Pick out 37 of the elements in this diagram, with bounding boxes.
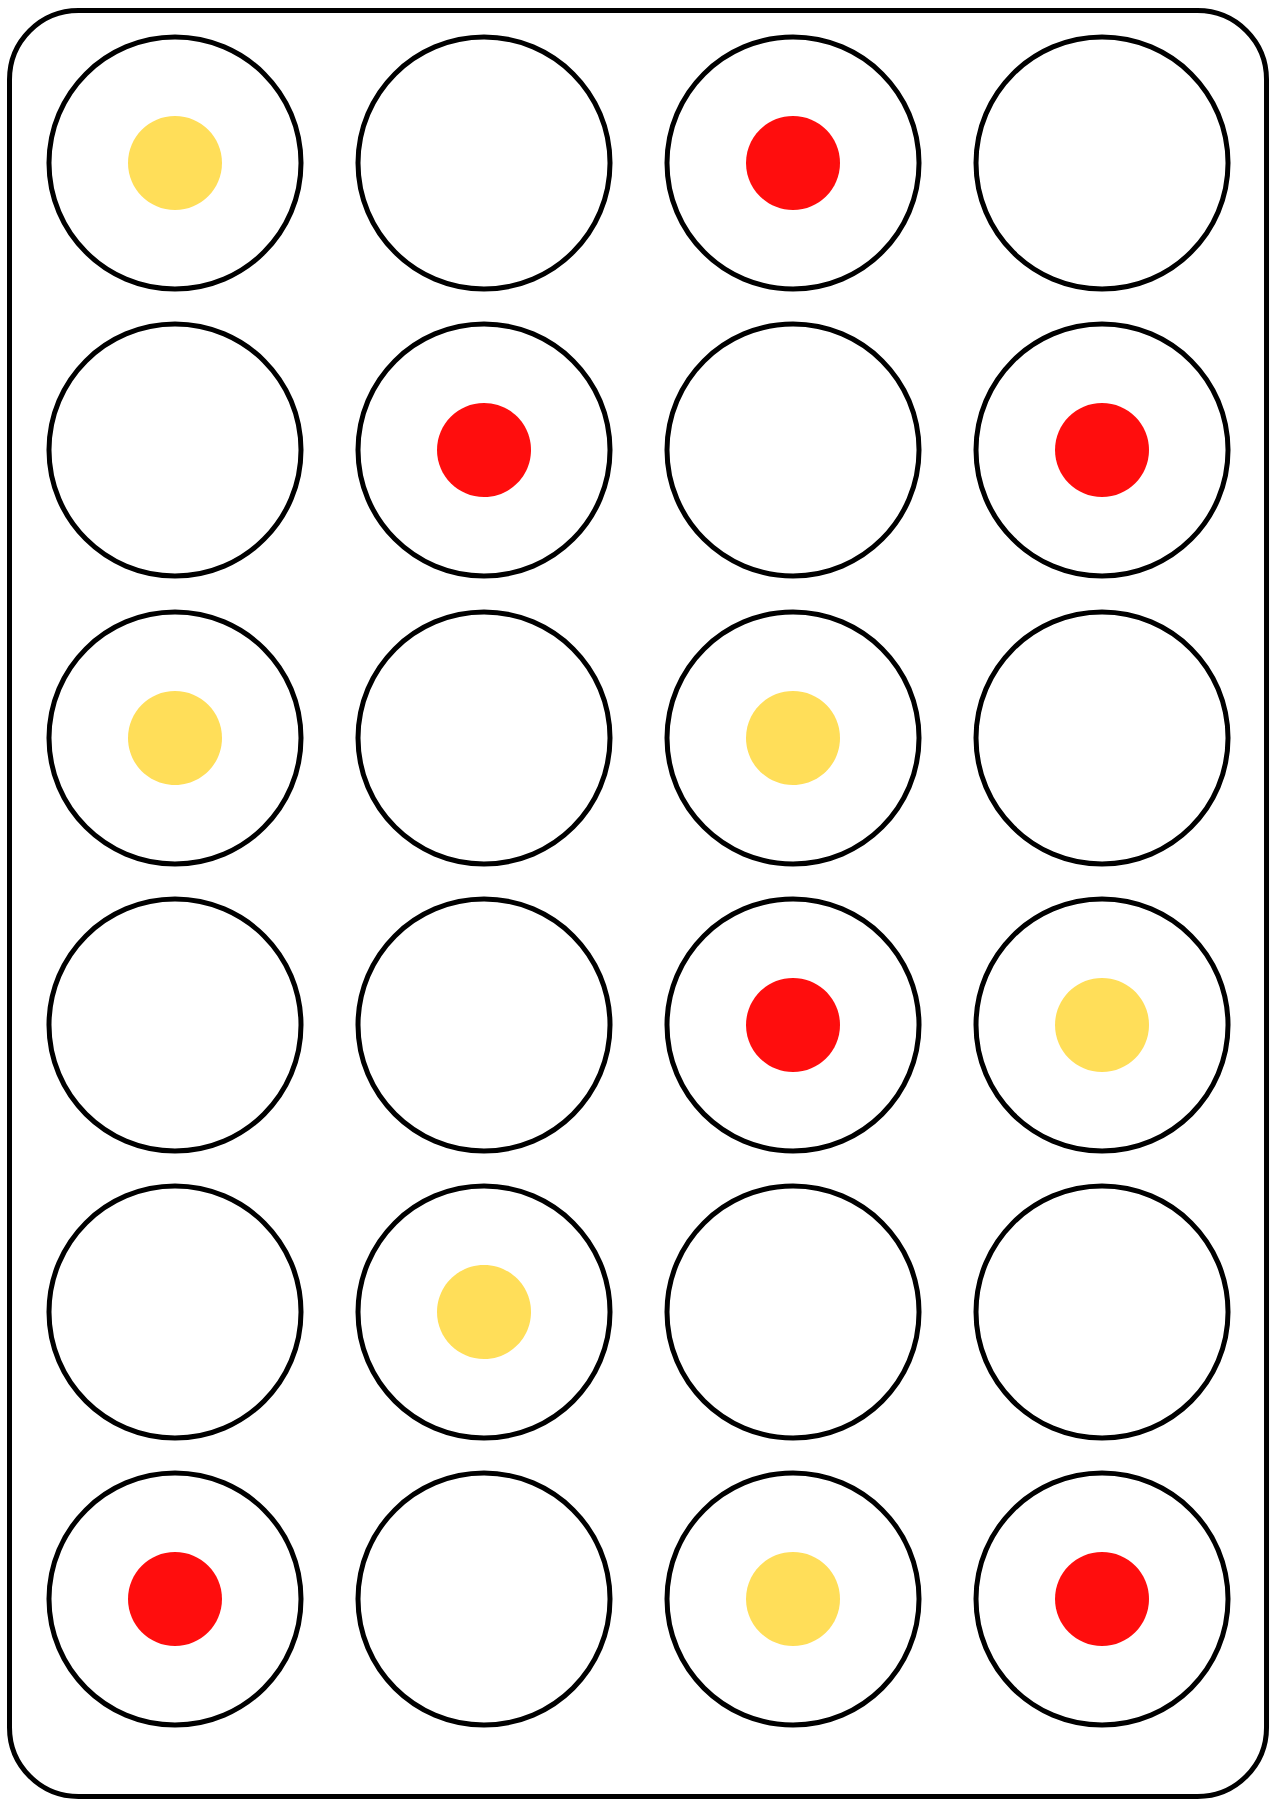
well-circle [46,609,304,867]
well-circle [973,896,1231,1154]
well-circle [664,1470,922,1728]
dot [746,116,840,210]
plate-outline [7,8,1269,1799]
well-circle [355,1183,613,1441]
well-circle [664,34,922,292]
dot [437,1265,531,1359]
well-circle [664,609,922,867]
dot [128,691,222,785]
well-circle [664,1183,922,1441]
well-circle [355,321,613,579]
dot [746,978,840,1072]
well-circle [46,321,304,579]
dot [1055,403,1149,497]
well-circle [973,1470,1231,1728]
well-circle [664,896,922,1154]
dot [128,1552,222,1646]
dot [128,116,222,210]
dot [1055,978,1149,1072]
dot [746,1552,840,1646]
well-circle [46,1470,304,1728]
well-circle [46,34,304,292]
well-circle [355,896,613,1154]
well-circle [973,321,1231,579]
well-circle [46,1183,304,1441]
dot [437,403,531,497]
well-circle [355,609,613,867]
dot [746,691,840,785]
well-circle [355,1470,613,1728]
dot [1055,1552,1149,1646]
well-circle [664,321,922,579]
well-circle [973,609,1231,867]
well-circle [973,34,1231,292]
well-circle [46,896,304,1154]
well-circle [355,34,613,292]
well-circle [973,1183,1231,1441]
